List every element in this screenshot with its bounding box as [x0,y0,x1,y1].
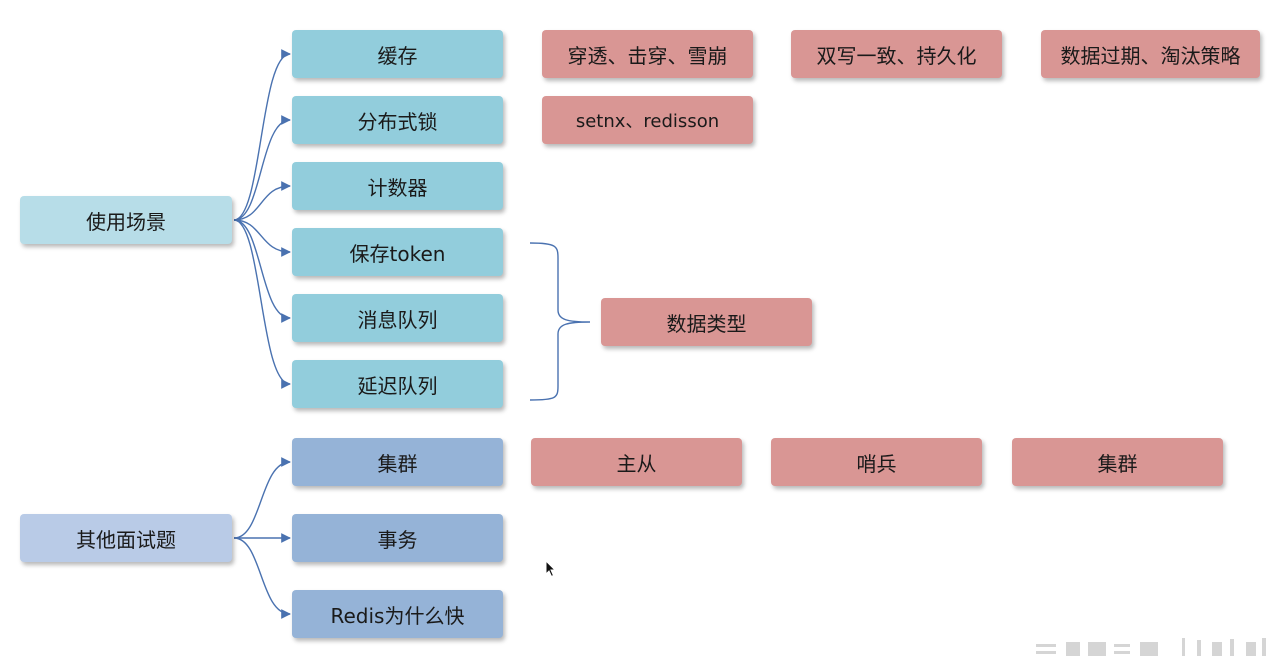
root-usage-label: 使用场景 [86,209,166,234]
node-token-label: 保存token [349,241,446,266]
topic-sentinel-label: 哨兵 [856,451,897,476]
topic-cache-penetration: 穿透、击穿、雪崩 [542,30,753,78]
node-redis-fast-label: Redis为什么快 [330,603,465,628]
node-save-token: 保存token [292,228,503,276]
topic-cache-penetration-label: 穿透、击穿、雪崩 [567,43,728,68]
mouse-pointer-icon [545,560,557,578]
connector-usage-delay [233,219,291,389]
node-cluster-label: 集群 [377,451,418,476]
topic-data-types-label: 数据类型 [666,311,747,336]
topic-lock-setnx: setnx、redisson [542,96,753,144]
root-other-label: 其他面试题 [76,527,176,552]
node-delay-label: 延迟队列 [357,373,438,398]
topic-cluster: 集群 [1012,438,1223,486]
topic-sentinel: 哨兵 [771,438,982,486]
topic-master-slave: 主从 [531,438,742,486]
node-distributed-lock: 分布式锁 [292,96,503,144]
topic-cache-expiration-label: 数据过期、淘汰策略 [1060,43,1241,68]
topic-cluster-label: 集群 [1097,451,1138,476]
node-delay-queue: 延迟队列 [292,360,503,408]
node-transaction: 事务 [292,514,503,562]
connector-usage-mq [233,219,291,323]
node-cache: 缓存 [292,30,503,78]
brace [529,242,591,401]
node-counter: 计数器 [292,162,503,210]
topic-cache-expiration: 数据过期、淘汰策略 [1041,30,1260,78]
topic-lock-setnx-label: setnx、redisson [575,111,720,132]
connector-usage-lock [233,115,291,221]
connector-other-fast [233,537,291,619]
node-message-queue: 消息队列 [292,294,503,342]
watermark-logo [1036,638,1266,656]
topic-cache-consistency-label: 双写一致、持久化 [816,43,977,68]
node-redis-fast: Redis为什么快 [292,590,503,638]
topic-cache-consistency: 双写一致、持久化 [791,30,1002,78]
node-counter-label: 计数器 [367,175,428,200]
node-mq-label: 消息队列 [357,307,438,332]
connector-usage-counter [233,181,291,221]
topic-data-types: 数据类型 [601,298,812,346]
connector-usage-token [233,219,291,257]
node-cluster: 集群 [292,438,503,486]
connector-usage-cache [233,49,291,221]
root-usage-scenarios: 使用场景 [20,196,232,244]
connector-other-cluster [233,457,291,539]
topic-master-slave-label: 主从 [616,451,657,476]
root-other-questions: 其他面试题 [20,514,232,562]
node-transaction-label: 事务 [377,527,418,552]
node-lock-label: 分布式锁 [357,109,438,134]
node-cache-label: 缓存 [377,43,418,68]
